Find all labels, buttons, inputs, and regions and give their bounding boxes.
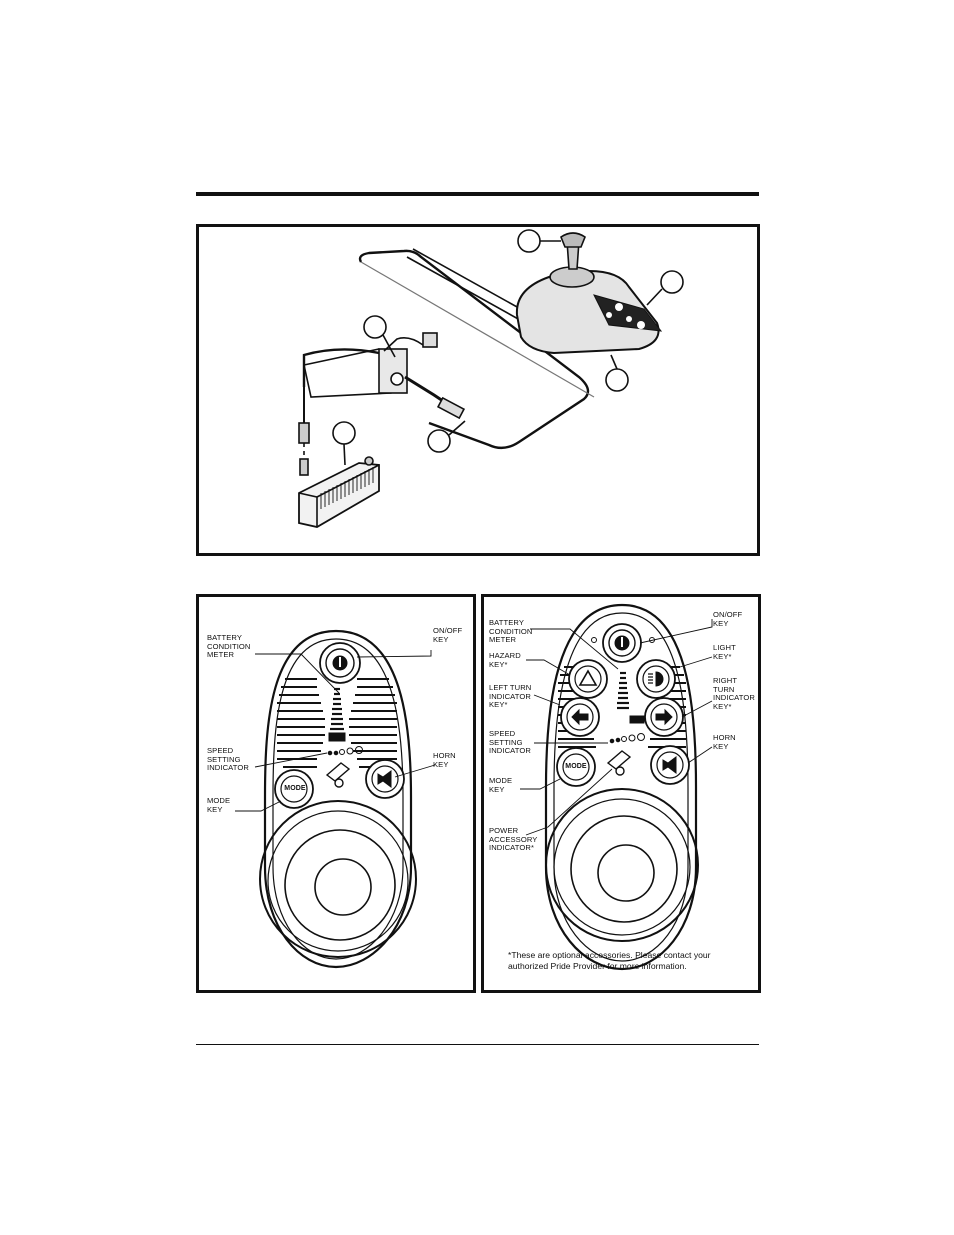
horn-icon [377,770,392,788]
controller-assembly-figure [196,224,760,556]
accessory-note-line-1: *These are optional accessories. Please … [508,950,711,960]
mode-key-label: MODE KEY [207,796,231,814]
accessory-controller-drawing [520,603,713,971]
battery-icon [328,732,346,742]
mode-button-text: MODE [284,785,306,792]
housing-outline [544,603,698,971]
joystick-base-outer [545,788,699,942]
joystick-base-outer [259,800,417,958]
speed-setting-indicator-label: SPEED SETTING INDICATOR [489,729,531,756]
basic-controller-figure: BATTERY CONDITION METER ON/OFF KEY SPEED… [196,594,476,993]
joystick-knob [597,844,655,902]
light-key-label: LIGHT KEY* [713,643,736,661]
speed-setting-indicator-label: SPEED SETTING INDICATOR [207,746,249,773]
header-rule [196,192,759,196]
horn-key-label: HORN KEY [713,733,736,751]
speed-icon [325,762,351,782]
battery-condition-meter-label: BATTERY CONDITION METER [207,633,251,660]
left-turn-indicator-key-label: LEFT TURN INDICATOR KEY* [489,683,532,710]
right-arrow-icon [655,708,673,726]
accessory-note-line-2: authorized Pride Provider for more infor… [508,961,687,971]
on-off-key-label: ON/OFF KEY [433,626,463,644]
footer-rule [196,1044,759,1045]
power-accessory-indicator-label: POWER ACCESSORY INDICATOR* [489,826,538,853]
horn-key-label: HORN KEY [433,751,456,769]
hazard-icon [578,669,598,686]
battery-icon [629,715,645,724]
housing-outline [263,629,413,969]
joystick-knob [314,858,372,916]
right-turn-indicator-key-label: RIGHT TURN INDICATOR KEY* [713,676,755,711]
light-icon [655,671,664,687]
battery-condition-meter-label: BATTERY CONDITION METER [489,618,533,645]
speed-icon [606,750,632,770]
on-off-key-label: ON/OFF KEY [713,610,743,628]
mode-key-label: MODE KEY [489,776,513,794]
mode-button-text: MODE [565,763,587,770]
hazard-key-label: HAZARD KEY* [489,651,521,669]
left-arrow-icon [571,708,589,726]
accessory-controller-figure: BATTERY CONDITION METER ON/OFF KEY HAZAR… [481,594,761,993]
horn-icon [662,756,677,774]
controller-assembly-drawing [298,229,684,528]
basic-controller-drawing [235,629,436,969]
